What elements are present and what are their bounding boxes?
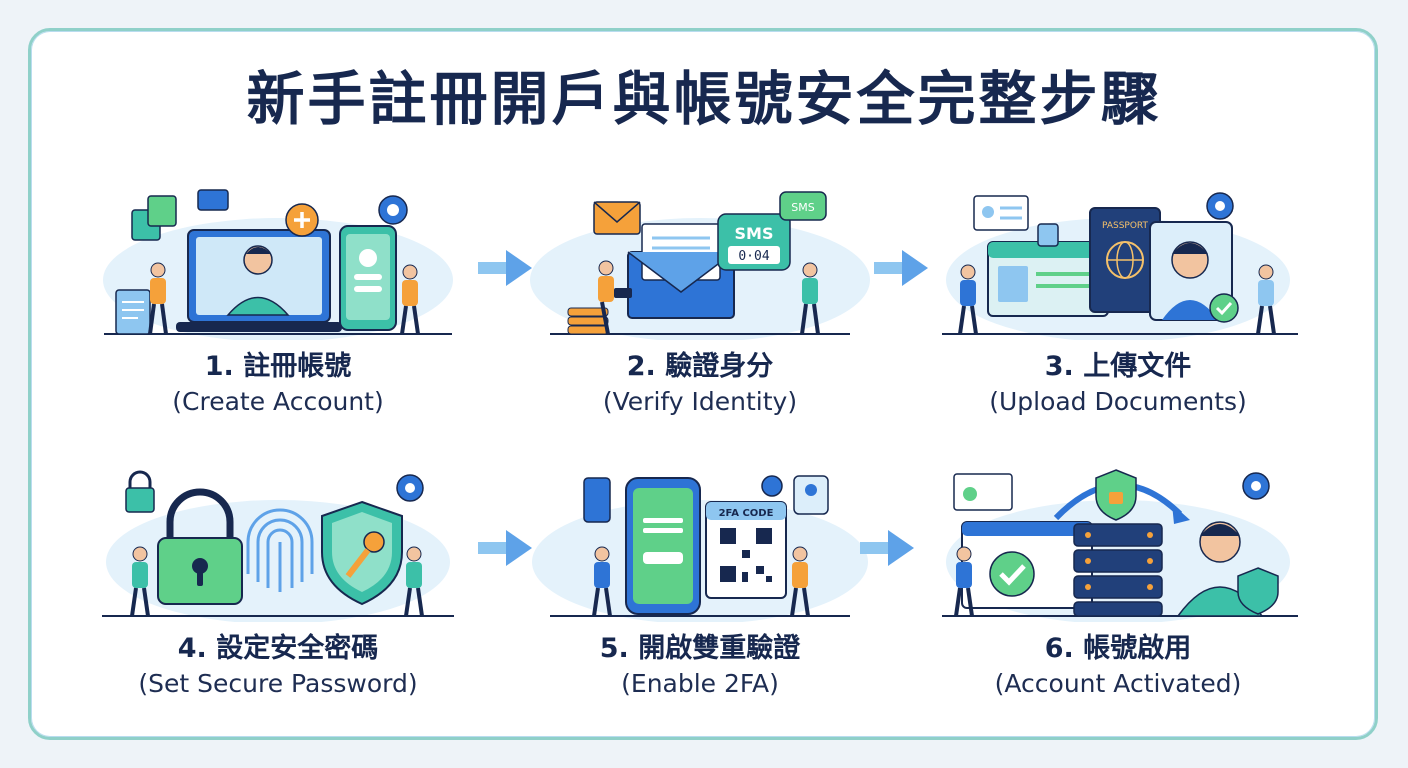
sms-code-text: 0·04 — [738, 249, 769, 264]
step-4-subtitle: (Set Secure Password) — [138, 669, 418, 698]
step-3-label: 3. 上傳文件 — [1044, 351, 1192, 382]
page-title: 新手註冊開戶與帳號安全完整步驟 — [246, 65, 1162, 133]
step-2-label: 2. 驗證身分 — [626, 351, 774, 382]
step-5-subtitle: (Enable 2FA) — [621, 669, 779, 698]
sms-text: SMS — [735, 224, 774, 243]
create-account-icon — [103, 189, 453, 340]
arrow-right-icon — [478, 250, 532, 286]
step-3-subtitle: (Upload Documents) — [989, 387, 1247, 416]
passport-text: PASSPORT — [1102, 221, 1149, 231]
step-6-label: 6. 帳號啟用 — [1044, 633, 1192, 664]
step-6-subtitle: (Account Activated) — [994, 669, 1242, 698]
arrow-right-icon — [478, 530, 532, 566]
svg-text:SMS: SMS — [791, 201, 814, 214]
enable-2fa-icon: 2FA CODE — [532, 475, 868, 622]
upload-documents-icon: PASSPORT — [942, 192, 1298, 340]
arrow-right-icon — [874, 250, 928, 286]
step-4-label: 4. 設定安全密碼 — [177, 633, 379, 664]
step-2-subtitle: (Verify Identity) — [602, 387, 798, 416]
arrow-right-icon — [860, 530, 914, 566]
account-activated-icon — [942, 469, 1298, 622]
2fa-code-text: 2FA CODE — [719, 508, 774, 519]
step-1-subtitle: (Create Account) — [172, 387, 384, 416]
verify-identity-icon: SMS 0·04 SMS — [530, 191, 870, 340]
secure-password-icon — [102, 470, 454, 622]
step-1-label: 1. 註冊帳號 — [204, 351, 352, 382]
step-5-label: 5. 開啟雙重驗證 — [599, 633, 801, 664]
